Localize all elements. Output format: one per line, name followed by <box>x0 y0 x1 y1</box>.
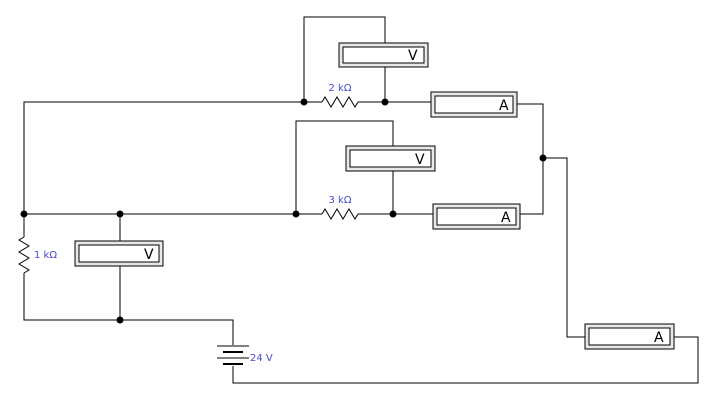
resistor-2k[interactable] <box>321 96 359 108</box>
resistor-1k[interactable] <box>18 236 30 274</box>
junction-node <box>539 154 547 162</box>
ammeter-2k[interactable]: A <box>430 91 518 118</box>
voltmeter-1k-display <box>78 244 160 263</box>
voltmeter-3k-display <box>349 149 432 168</box>
junction-node <box>389 210 397 218</box>
voltmeter-3k-letter: V <box>415 152 425 168</box>
battery[interactable] <box>217 345 249 365</box>
wire-top-branch-left <box>23 101 322 214</box>
resistor-3k-label: 3 kΩ <box>329 195 352 206</box>
wire-1k-bottom <box>23 273 234 345</box>
resistor-3k[interactable] <box>321 208 359 220</box>
ammeter-3k-display <box>436 207 517 226</box>
resistor-2k-label: 2 kΩ <box>329 83 352 94</box>
wires <box>23 16 699 384</box>
voltmeter-2k-display <box>342 46 425 64</box>
ammeter-total-display <box>588 327 671 346</box>
junction-nodes <box>20 98 547 324</box>
junction-node <box>381 98 389 106</box>
voltmeter-3k[interactable]: V <box>345 145 436 172</box>
junction-node <box>292 210 300 218</box>
wire-total-ammeter-return <box>232 336 699 384</box>
battery-label: 24 V <box>250 353 273 364</box>
voltmeter-1k[interactable]: V <box>74 240 164 267</box>
ammeter-total-letter: A <box>654 330 664 346</box>
wire-voltmeter-3k-loop <box>295 120 394 214</box>
junction-node <box>116 210 124 218</box>
ammeter-3k[interactable]: A <box>432 203 521 230</box>
voltmeter-2k[interactable]: V <box>338 42 429 68</box>
voltmeter-1k-letter: V <box>144 247 154 263</box>
junction-node <box>116 316 124 324</box>
ammeter-2k-display <box>434 95 514 114</box>
wire-ammeter-2k-out <box>517 103 544 158</box>
ammeter-3k-letter: A <box>501 210 511 226</box>
voltmeter-2k-letter: V <box>408 48 418 64</box>
resistor-1k-label: 1 kΩ <box>34 250 57 261</box>
wire-ammeter-3k-out <box>520 158 544 215</box>
wire-voltmeter-2k-loop <box>303 16 386 102</box>
junction-node <box>20 210 28 218</box>
ammeter-total[interactable]: A <box>584 323 675 350</box>
junction-node <box>300 98 308 106</box>
ammeter-2k-letter: A <box>499 98 509 114</box>
wire-junction-to-total-ammeter <box>543 157 585 338</box>
